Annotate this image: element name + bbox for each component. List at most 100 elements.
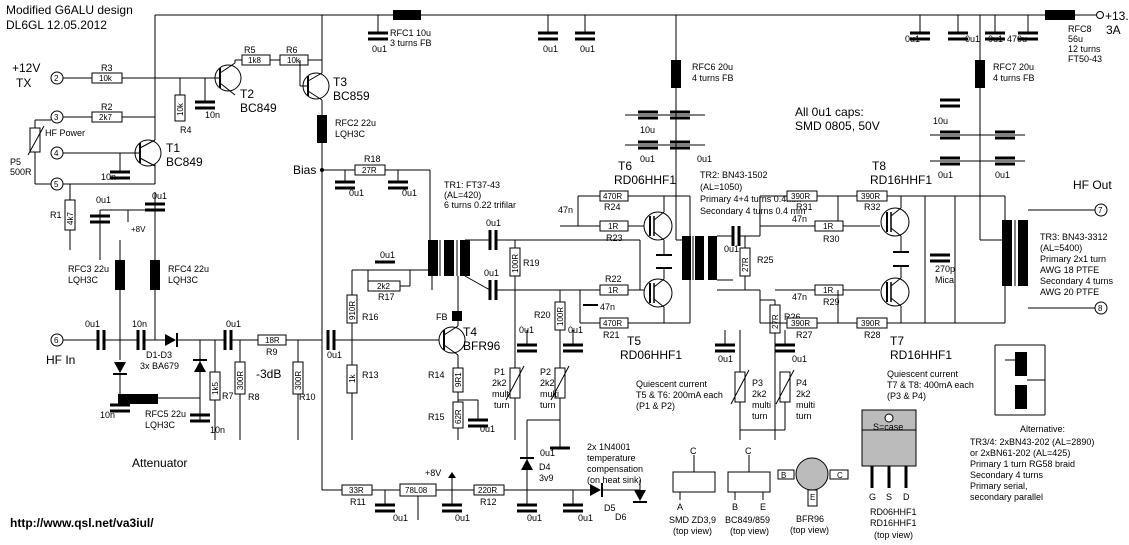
r8-val: 300R <box>236 371 245 390</box>
d1d3-label-1: D1-D3 <box>146 350 172 360</box>
r5-val: 1k8 <box>248 56 261 65</box>
p5-ref: P5 <box>10 157 21 167</box>
supply-decoupling <box>368 15 1038 41</box>
diode-comp-2: temperature <box>587 453 636 463</box>
tr1-label-2: (AL=420) <box>444 190 481 200</box>
quiescent-t7-3: (P3 & P4) <box>887 391 926 401</box>
rfc8-toroid <box>1045 10 1075 20</box>
diode-d3 <box>194 361 206 372</box>
r3-ref: R3 <box>101 63 113 73</box>
tr2-transformer <box>682 236 717 280</box>
t7-type: RD16HHF1 <box>890 348 952 362</box>
r26-val: 27R <box>771 314 780 329</box>
p3-ref: P3 <box>752 378 763 388</box>
c-rfc6-a-label: 0u1 <box>640 154 655 164</box>
r2-val: 2k7 <box>99 113 112 122</box>
p4-t: turn <box>796 411 812 421</box>
p1-m: multi <box>492 389 511 399</box>
r27-val: 390R <box>791 319 810 328</box>
r29-val: 1R <box>823 286 833 295</box>
pkg-bc-pin-e: E <box>760 502 766 512</box>
fb-label: FB <box>436 312 448 322</box>
c-p2-label: 0u1 <box>568 325 583 335</box>
r15-ref: R15 <box>428 412 445 422</box>
c-reg-b-label: 0u1 <box>455 513 470 523</box>
r6-ref: R6 <box>286 45 298 55</box>
tr3-label-2: (AL=5400) <box>1040 243 1082 253</box>
r21-val: 470R <box>603 319 622 328</box>
t1-type: BC849 <box>166 155 203 169</box>
r22-val: 1R <box>608 286 618 295</box>
tr1-label-1: TR1: FT37-43 <box>444 180 500 190</box>
minus3db-label: -3dB <box>256 367 281 381</box>
output-decoupling <box>930 98 1025 166</box>
tr3-label-3: Primary 2x1 turn <box>1040 254 1106 264</box>
c-270p-label-1: 270p <box>935 264 955 274</box>
cap-top-3-label: 0u1 <box>905 34 920 44</box>
r11-ref: R11 <box>350 497 366 507</box>
r20-val: 100R <box>556 307 565 326</box>
port-6-label: HF In <box>46 353 75 367</box>
diode-comp-3: compensation <box>587 464 643 474</box>
p2-ref: P2 <box>540 367 551 377</box>
rfc6-label-2: 4 turns FB <box>692 73 734 83</box>
footer-url[interactable]: http://www.qsl.net/va3iul/ <box>10 516 154 530</box>
rfc2-label-1: RFC2 22u <box>335 118 376 128</box>
port-8[interactable] <box>1094 301 1108 315</box>
alt-transformer <box>994 344 1046 416</box>
rfc6 <box>671 60 681 88</box>
t6-type: RD06HHF1 <box>614 173 676 187</box>
rfc4-label-1: RFC4 22u <box>168 264 209 274</box>
c-r18a-label: 0u1 <box>349 188 364 198</box>
p3-m: multi <box>752 400 771 410</box>
t3-name: T3 <box>333 75 347 89</box>
rfc3-label-2: LQH3C <box>68 275 99 285</box>
r18-val: 27R <box>362 166 377 175</box>
c-d4-label: 0u1 <box>527 513 542 523</box>
quiescent-t7-2: T7 & T8: 400mA each <box>887 380 974 390</box>
tr2-label-2: (AL=1050) <box>700 182 742 192</box>
r9-ref: R9 <box>266 347 278 357</box>
r27-ref: R27 <box>796 330 813 340</box>
r26-ref: R26 <box>784 312 801 322</box>
c-p3-label: 0u1 <box>718 354 733 364</box>
tr3-transformer <box>1002 220 1028 286</box>
tr3-label-1: TR3: BN43-3312 <box>1040 232 1108 242</box>
supply-label: +13.8V <box>1105 9 1129 23</box>
r4 <box>174 94 186 122</box>
supply-terminal <box>1096 11 1104 19</box>
pkg-rd-pin-d: D <box>903 492 910 502</box>
plus8v-label-b: +8V <box>425 468 441 478</box>
c-t1-label: 10n <box>101 172 116 182</box>
r30-val: 1R <box>823 222 833 231</box>
cap-top-5-label: 0u1 <box>988 34 1003 44</box>
c-10u-a-label: 10u <box>640 125 655 135</box>
cap-top-4-label: 0u1 <box>965 34 980 44</box>
r6-val: 10k <box>287 56 301 65</box>
rfc8-label-1: RFC8 <box>1068 24 1092 34</box>
r15-val: 62R <box>454 409 463 424</box>
c-d4-top-label: 0u1 <box>540 448 555 458</box>
r5-ref: R5 <box>244 45 256 55</box>
r24-val: 470R <box>603 192 622 201</box>
port-8-num: 8 <box>1098 304 1103 313</box>
r11-val: 33R <box>349 486 364 495</box>
c-att-label: 0u1 <box>226 319 241 329</box>
c-r15-label: 0u1 <box>480 424 495 434</box>
alt-6: Primary serial, <box>970 481 1028 491</box>
p1-ref: P1 <box>494 367 505 377</box>
tr1-label-3: 6 turns 0.22 trifilar <box>444 200 516 210</box>
c-47n-a-label: 47n <box>558 205 573 215</box>
r3-val: 10k <box>99 74 113 83</box>
tr1-transformer <box>428 240 470 276</box>
c-47n-c-label: 47n <box>792 214 807 224</box>
plus8v-label-a: +8V <box>131 225 146 234</box>
c-47n-d-label: 47n <box>792 292 807 302</box>
r29-ref: R29 <box>823 297 840 307</box>
r12-ref: R12 <box>480 497 497 507</box>
quiescent-t5-2: T5 & T6: 200mA each <box>636 390 723 400</box>
port-7[interactable] <box>1094 203 1108 217</box>
port-7-num: 7 <box>1098 206 1103 215</box>
header-author: DL6GL 12.05.2012 <box>6 18 107 32</box>
